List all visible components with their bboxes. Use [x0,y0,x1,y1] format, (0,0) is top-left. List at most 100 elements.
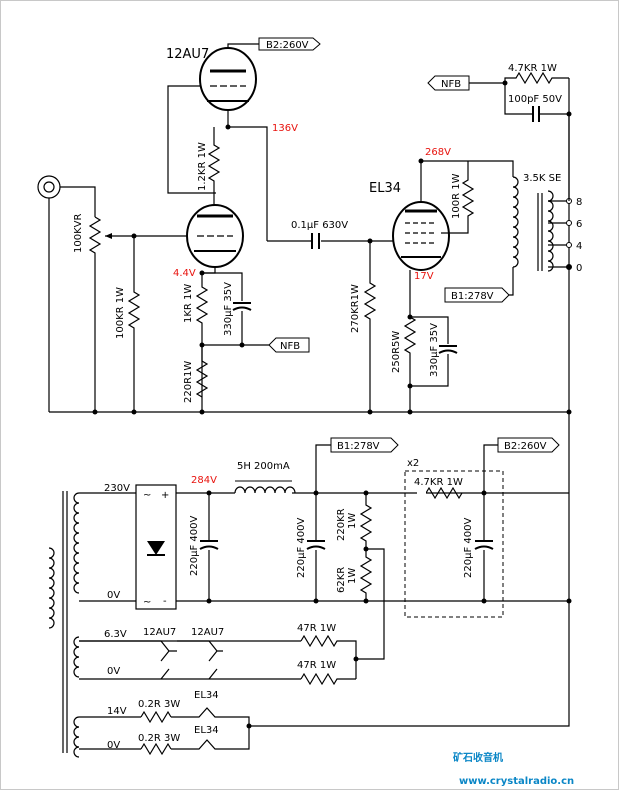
tube-el34-label: EL34 [369,181,401,196]
heater-12au7-b: 12AU7 [191,627,224,638]
b2-ps-tag [497,437,560,453]
b1-out-tag [444,287,510,303]
nfb-mid-tag [268,337,310,353]
feedback-cap-label: 100pF 50V [508,94,562,105]
b1-ps-wire [315,444,331,493]
heater-6v3-upper [79,640,223,662]
heater-14v-loop [79,707,250,750]
decoupling-resistor [425,486,463,500]
cathode-capacitor [232,302,252,311]
v1-cathode-voltage: 4.4V [173,268,196,279]
divider-lower-label2: 1W [347,568,358,584]
tap-0: 0 [576,263,582,274]
vol-label: 100KVR [73,214,84,253]
volume-pot [88,216,189,412]
junction-dots-upper [92,80,572,415]
heater-6v3-bus [79,640,301,680]
heater-resistor-1-label: 47R 1W [297,623,336,634]
heater-12au7-a: 12AU7 [143,627,176,638]
cathode-resistor-1k [195,273,209,412]
rect-minus: - [163,596,167,607]
heater-resistor-4-label: 0.2R 3W [138,733,180,744]
el34-plate-lead [420,160,514,202]
feedback-capacitor [532,106,540,122]
right-ground-rail [249,78,570,727]
x2-label: x2 [407,458,419,469]
grid-resistor [127,236,141,412]
heater-el34-a: EL34 [194,690,219,701]
divider-upper-label1: 220KR [336,508,347,541]
el34-anode-voltage: 268V [425,147,451,158]
el34-cathode-resistor-label: 250R5W [391,331,402,373]
plate-resistor-label: 1.2KR 1W [197,142,208,191]
rect-ac2: ~ [143,597,151,608]
tube1-plate-lead [227,43,259,48]
divider-lower-label1: 62KR [336,567,347,593]
cathode-resistor-220r-label: 220R1W [183,361,194,403]
power-transformer-icon [48,491,80,758]
tube1-label: 12AU7 [166,47,209,62]
c3-capacitor [474,540,494,550]
el34-cathode-cap-wires [410,316,449,387]
tap-0v-heater1: 0V [107,666,120,677]
tube-12au7-lower-icon [186,204,244,268]
b1-out-text: B1:278V [451,291,494,302]
rect-plus: + [161,490,169,501]
el34-cathode-voltage: 17V [414,271,434,282]
heater-resistor-1 [300,634,357,679]
choke-inductor-icon [234,480,296,494]
input-jack-icon [37,175,61,199]
rect-ac1: ~ [143,490,151,501]
b2-top-tag [258,37,321,51]
divider-lower-resistor [359,549,373,601]
tap-6: 6 [576,219,582,230]
c2-label: 220μF 400V [296,518,307,578]
el34-cathode-cap-label: 330μF 35V [429,323,440,377]
grid-resistor-label: 100KR 1W [115,287,126,339]
cathode-cap-label: 330μF 35V [223,282,234,336]
heater-resistor-2 [300,672,356,686]
nfb-top-text: NFB [441,79,461,90]
tap-4: 4 [576,241,582,252]
junction-dots-lower [206,490,572,729]
el34-cathode-capacitor [438,345,458,354]
el34-cathode-resistor [403,316,417,412]
b2-ps-text: B2:260V [504,441,547,452]
screen-resistor-label: 100R 1W [451,173,462,219]
el34-grid-resistor-label: 270KR1W [350,284,361,333]
b2-top-text: B2:260V [266,40,309,51]
decoupling-resistor-label: 4.7KR 1W [414,477,463,488]
ot-label: 3.5K SE [523,173,561,184]
feedback-resistor-label: 4.7KR 1W [508,63,557,74]
el34-grid-resistor [363,241,377,412]
screen-resistor [441,161,475,234]
choke-label: 5H 200mA [237,461,290,472]
nfb-mid-text: NFB [280,341,300,352]
heater-14v-resistors [140,710,172,756]
diode-icon [147,541,165,556]
b1-ps-text: B1:278V [337,441,380,452]
c1-capacitor [199,540,219,550]
heater-resistor-3-label: 0.2R 3W [138,699,180,710]
coupling-cap-label: 0.1μF 630V [291,220,348,231]
output-transformer-icon [512,176,554,272]
b2-ps-wire [483,444,498,493]
divider-upper-resistor [356,493,385,660]
hv-secondary-wires [79,492,136,602]
b1-ps-tag [330,437,399,453]
tap-14v: 14V [107,706,127,717]
tube1-cathode-lead [227,110,268,241]
input-wire [48,186,96,412]
c2-capacitor [306,540,326,550]
tap-0v-hv: 0V [107,590,120,601]
heater-el34-b: EL34 [194,725,219,736]
tube-12au7-upper-icon [199,47,257,111]
ot-b1-lead [509,267,514,296]
watermark-cn: 矿石收音机 [453,751,503,764]
divider-upper-label2: 1W [347,513,358,529]
ot-secondary-taps [548,200,569,268]
plate-resistor [207,127,221,209]
c1-label: 220μF 400V [189,516,200,576]
